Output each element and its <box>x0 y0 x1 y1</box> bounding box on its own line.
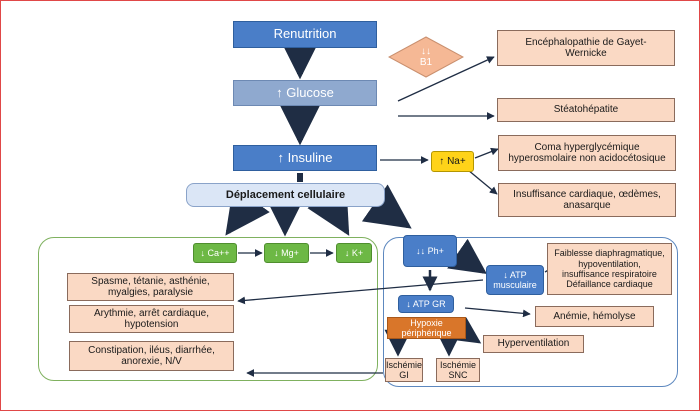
arrow-atp-musc-symptoms <box>237 279 484 305</box>
ph-box: ↓↓ Ph+ <box>403 235 457 267</box>
arrow-atp-gr-anemie <box>464 307 531 318</box>
phosphate-group <box>383 237 678 387</box>
arrow-deplacement-ca <box>225 185 270 236</box>
ischemie-snc-box: Ischémie SNC <box>436 358 480 382</box>
hypoxie-box: Hypoxie périphérique <box>387 317 466 339</box>
faiblesse-box: Faiblesse diaphragmatique, hypoventilati… <box>547 243 672 295</box>
wernicke-box: Encéphalopathie de Gayet- Wernicke <box>497 30 675 66</box>
arrow-na-insuffisance <box>467 169 498 195</box>
atp-gr-box: ↓ ATP GR <box>398 295 454 313</box>
anemie-box: Anémie, hémolyse <box>535 306 654 327</box>
b1-diamond-shape <box>388 36 464 78</box>
atp-musculaire-box: ↓ ATP musculaire <box>486 265 544 295</box>
constipation-box: Constipation, iléus, diarrhée, anorexie,… <box>69 341 234 371</box>
electrolyte-group <box>38 237 378 381</box>
mg-box: ↓ Mg+ <box>264 243 309 263</box>
renutrition-box: Renutrition <box>233 21 377 48</box>
arrow-deplacement-k <box>307 185 350 236</box>
insuline-box: ↑ Insuline <box>233 145 377 171</box>
arrow-ph-atp-musc <box>447 238 487 275</box>
steatohepatite-box: Stéatohépatite <box>497 98 675 122</box>
coma-box: Coma hyperglycémique hyperosmolaire non … <box>498 135 676 171</box>
ca-box: ↓ Ca++ <box>193 243 237 263</box>
ischemie-gi-box: Ischémie GI <box>385 358 423 382</box>
arrow-deplacement-ph <box>361 184 412 229</box>
spasme-box: Spasme, tétanie, asthénie, myalgies, par… <box>67 273 234 301</box>
na-box: ↑ Na+ <box>431 151 474 172</box>
b1-label: ↓↓ B1 <box>419 46 433 68</box>
b1-diamond: ↓↓ B1 <box>388 36 464 78</box>
hyperventilation-box: Hyperventilation <box>483 335 584 353</box>
arrow-glucose-wernicke <box>397 56 495 102</box>
glucose-box: ↑ Glucose <box>233 80 377 106</box>
deplacement-box: Déplacement cellulaire <box>186 183 385 207</box>
insuffisance-box: Insuffisance cardiaque, œdèmes, anasarqu… <box>498 183 676 217</box>
arrow-na-coma <box>474 147 499 159</box>
arythmie-box: Arythmie, arrêt cardiaque, hypotension <box>69 305 234 333</box>
arrow-hypoxie-hyperventilation <box>451 317 482 344</box>
k-box: ↓ K+ <box>336 243 372 263</box>
